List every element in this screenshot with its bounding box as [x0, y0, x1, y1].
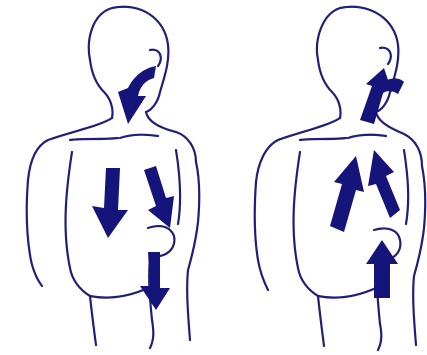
left-belly-arrow: [140, 252, 170, 310]
right-head: [317, 7, 398, 118]
right-torso-left: [255, 152, 318, 296]
right-neck-shoulders: [256, 112, 422, 182]
left-torso-right: [176, 150, 199, 340]
left-torso-left: [27, 152, 90, 296]
left-hips: [90, 296, 153, 348]
right-collarbone: [300, 135, 386, 140]
right-arrows: [330, 68, 404, 298]
left-figure: [27, 7, 200, 348]
left-chest-arrow-right: [144, 166, 174, 228]
right-neck-arrow: [360, 68, 404, 124]
left-chest-arrow-left: [92, 168, 128, 238]
left-collarbone: [70, 135, 158, 140]
right-chest-arrow-right: [368, 150, 400, 218]
right-torso-right: [404, 150, 425, 345]
left-arrows: [92, 66, 174, 310]
left-neck-arrow: [118, 66, 156, 124]
right-figure: [255, 7, 426, 350]
left-ear: [150, 50, 161, 66]
right-ear: [380, 48, 391, 64]
left-arm: [90, 226, 174, 320]
right-chest-arrow-left: [330, 156, 364, 232]
right-hips: [318, 296, 381, 350]
